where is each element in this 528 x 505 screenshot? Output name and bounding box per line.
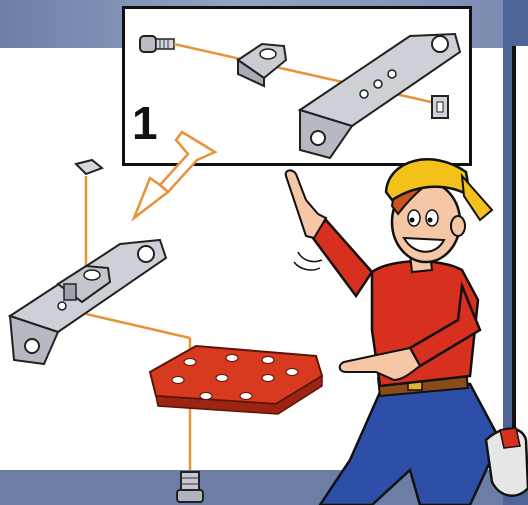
screw-icon [177, 472, 203, 502]
screw-icon [140, 36, 174, 52]
arrow-icon [134, 132, 215, 218]
assembly-wire [86, 314, 190, 338]
boy-mascot-icon [286, 159, 528, 505]
perforated-plate-icon [150, 346, 322, 414]
nut-icon [432, 96, 448, 118]
hinge-plate-icon [238, 44, 286, 86]
bracket-icon [10, 240, 166, 364]
nut-icon [76, 160, 102, 174]
